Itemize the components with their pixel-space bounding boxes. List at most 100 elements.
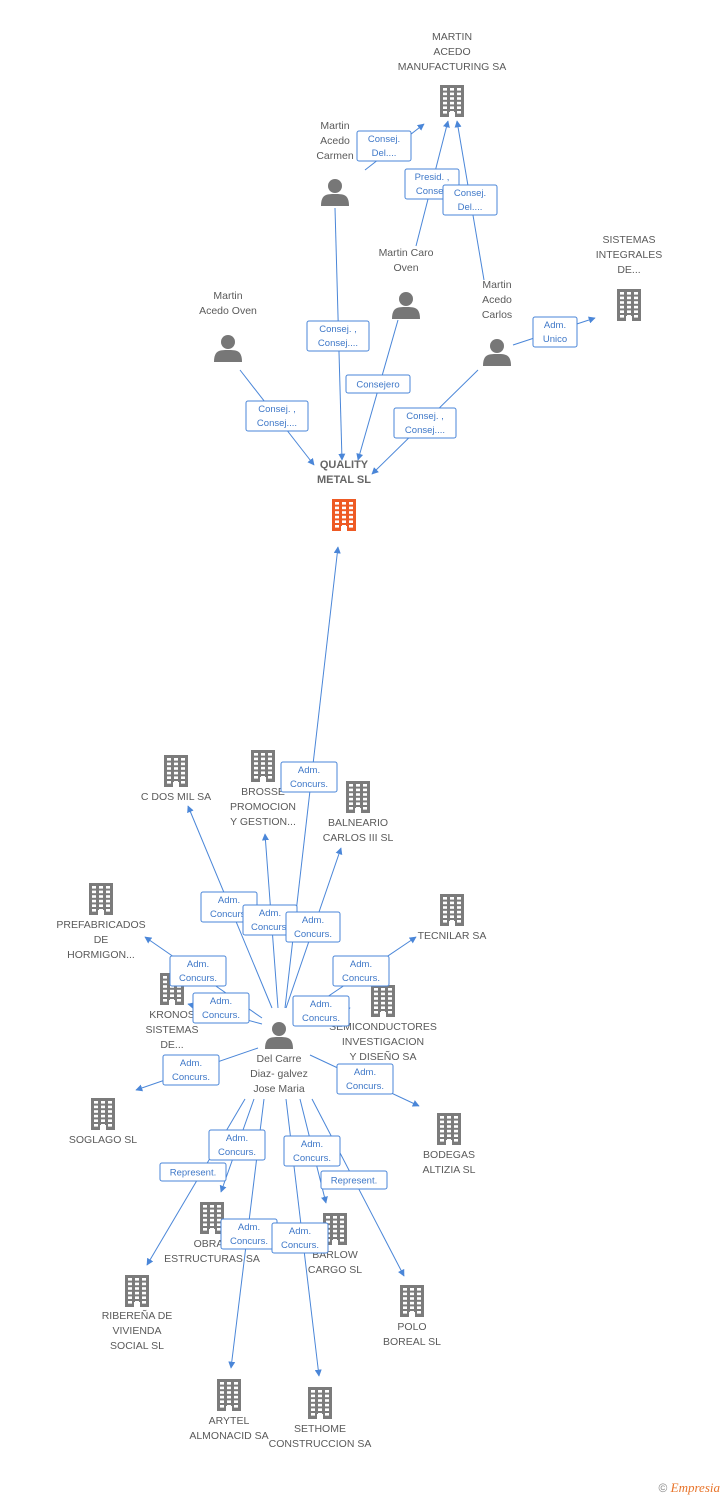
edge-label-text: Adm. [298, 765, 320, 776]
node-cdos[interactable]: C DOS MIL SA [141, 755, 211, 803]
building-icon [200, 1202, 224, 1234]
edge-label-box [356, 130, 412, 162]
node-label: BODEGAS [423, 1149, 475, 1161]
node-soglago[interactable]: SOGLAGO SL [69, 1098, 137, 1146]
person-icon [321, 179, 349, 206]
edge-label-box [192, 992, 250, 1024]
edge-label-mac-to-mams[interactable]: Consej.Del.... [356, 130, 412, 162]
edge-label-macarlos-to-sistemas[interactable]: Adm.Unico [532, 316, 578, 348]
edge-label-text: Consejero [356, 380, 399, 391]
edge-label-delcarre-to-balneario[interactable]: Adm.Concurs. [285, 911, 341, 943]
node-label: RIBEREÑA DE [102, 1309, 173, 1322]
node-label: ALMONACID SA [189, 1430, 268, 1442]
edge-label-delcarre-to-brosse[interactable]: Adm.Concurs. [242, 904, 298, 936]
node-label: MARTIN [432, 31, 472, 43]
edge-label-text: Consej. [454, 188, 486, 199]
node-label: ESTRUCTURAS SA [164, 1253, 260, 1265]
edge-label-text: Consej.... [405, 425, 445, 436]
edge-label-text: Adm. [354, 1067, 376, 1078]
building-icon [164, 755, 188, 787]
edge-label-delcarre-to-arytel[interactable]: Adm.Concurs. [220, 1218, 278, 1250]
edge-label-text: Consej. , [319, 324, 357, 335]
node-label: Diaz- galvez [250, 1068, 308, 1080]
node-label: Oven [393, 262, 418, 274]
building-icon [346, 781, 370, 813]
edge-label-delcarre-to-soglago[interactable]: Adm.Concurs. [162, 1054, 220, 1086]
person-icon [392, 292, 420, 319]
edge-label-box [283, 1135, 341, 1167]
edge-label-text: Represent. [331, 1176, 377, 1187]
building-icon [437, 1113, 461, 1145]
edge-label-delcarre-to-kronos[interactable]: Adm.Concurs. [192, 992, 250, 1024]
edge-label-text: Adm. [218, 895, 240, 906]
edge-label-box [162, 1054, 220, 1086]
edge-label-delcarre-to-polo[interactable]: Represent. [320, 1170, 388, 1190]
node-label: SETHOME [294, 1423, 346, 1435]
edge-label-text: Concurs. [290, 779, 328, 790]
footer-credit: © Empresia [658, 1480, 720, 1496]
node-sistemas[interactable]: SISTEMASINTEGRALESDE... [596, 234, 663, 321]
edge-label-macarlos-to-quality[interactable]: Consej. ,Consej.... [393, 407, 457, 439]
node-label: Martin [482, 279, 511, 291]
edge-label-delcarre-to-tecnilar[interactable]: Adm.Concurs. [332, 955, 390, 987]
edge-label-delcarre-to-semicon[interactable]: Adm.Concurs. [292, 995, 350, 1027]
node-label: ALTIZIA SL [423, 1164, 476, 1176]
copyright-symbol: © [658, 1481, 668, 1495]
node-label: Martin [320, 120, 349, 132]
node-prefab[interactable]: PREFABRICADOSDEHORMIGON... [56, 883, 146, 961]
edge-label-mco-to-quality[interactable]: Consejero [345, 374, 411, 394]
edge-label-text: Represent. [170, 1168, 216, 1179]
building-icon [217, 1379, 241, 1411]
edge-label-mao-to-quality[interactable]: Consej. ,Consej.... [245, 400, 309, 432]
edge-label-delcarre-to-sethome[interactable]: Adm.Concurs. [271, 1222, 329, 1254]
node-tecnilar[interactable]: TECNILAR SA [418, 894, 487, 942]
edge-label-delcarre-to-bodegas[interactable]: Adm.Concurs. [336, 1063, 394, 1095]
node-label: Martin [213, 290, 242, 302]
edge-label-delcarre-to-obras[interactable]: Adm.Concurs. [208, 1129, 266, 1161]
brand-logo[interactable]: Empresia [670, 1480, 720, 1495]
edge-label-delcarre-to-prefab[interactable]: Adm.Concurs. [169, 955, 227, 987]
edge-label-text: Concurs. [294, 929, 332, 940]
node-label: PROMOCION [230, 801, 296, 813]
edge-label-mac-to-quality[interactable]: Consej. , Consej.... [306, 320, 370, 352]
edge-label-text: Concurs. [172, 1072, 210, 1083]
building-icon [332, 499, 356, 531]
edge-label-text: Consej.... [257, 418, 297, 429]
node-label: DE... [160, 1039, 183, 1051]
node-label: METAL SL [317, 474, 371, 486]
node-kronos[interactable]: KRONOSSISTEMASDE... [145, 973, 199, 1051]
edge-label-box [208, 1129, 266, 1161]
edge-label-box [320, 1170, 388, 1190]
node-label: DE [94, 934, 109, 946]
edge-label-box [169, 955, 227, 987]
node-label: C DOS MIL SA [141, 791, 211, 803]
node-bodegas[interactable]: BODEGAS ALTIZIA SL [423, 1113, 476, 1176]
edge-label-macarlos-to-mams[interactable]: Consej.Del.... [442, 184, 498, 216]
edge-label-text: Adm. [544, 320, 566, 331]
node-label: Acedo [482, 294, 512, 306]
node-label: Acedo [320, 135, 350, 147]
edge-label-text: Consej.... [318, 338, 358, 349]
edge-label-delcarre-to-quality[interactable]: Adm. Concurs. [280, 761, 338, 793]
building-icon [371, 985, 395, 1017]
building-icon [400, 1285, 424, 1317]
edge-label-delcarre-to-barlow[interactable]: Adm.Concurs. [283, 1135, 341, 1167]
node-label: SISTEMAS [145, 1024, 198, 1036]
edge-label-delcarre-to-ribe[interactable]: Represent. [159, 1162, 227, 1182]
edge-label-text: Adm. [238, 1222, 260, 1233]
